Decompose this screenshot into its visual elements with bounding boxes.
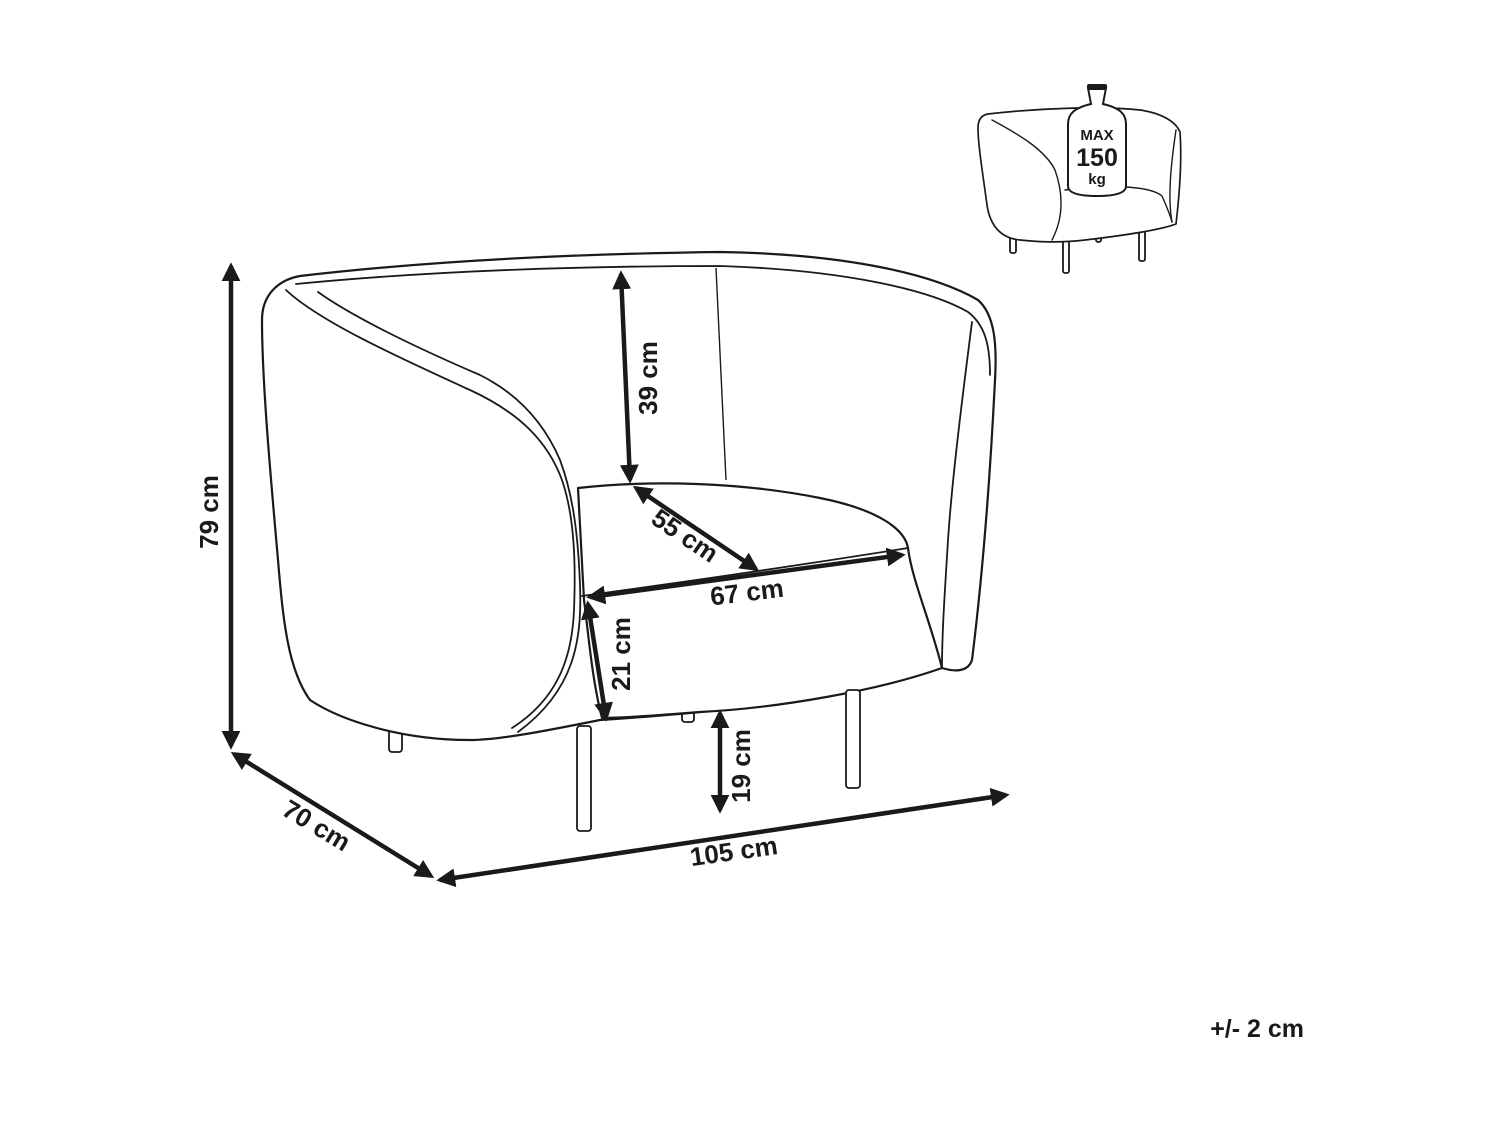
dimension-lines bbox=[221, 262, 1010, 888]
seat-height-label: 21 cm bbox=[606, 617, 636, 691]
max-load-line-2: 150 bbox=[1076, 144, 1118, 172]
seat-width-arrow bbox=[586, 547, 906, 605]
front-leg-left bbox=[576, 725, 592, 832]
max-load-line-1: MAX bbox=[1080, 127, 1113, 144]
max-load-line-3: kg bbox=[1088, 171, 1106, 188]
mini-chair-inner-right bbox=[1169, 129, 1177, 223]
mini-leg-front-left bbox=[1062, 237, 1070, 274]
weight-bag-cap bbox=[1087, 84, 1107, 90]
leg-height-label: 19 cm bbox=[726, 729, 756, 803]
width-total-label: 105 cm bbox=[688, 830, 780, 872]
mini-chair-inner bbox=[991, 119, 1062, 241]
height-total-label: 79 cm bbox=[194, 475, 224, 549]
front-leg-right bbox=[845, 689, 861, 789]
weight-bag bbox=[1067, 87, 1127, 198]
back-height-label: 39 cm bbox=[633, 341, 663, 415]
weight-icon: MAX 150 kg bbox=[1067, 84, 1127, 198]
shell-inner-wall-left-edge bbox=[285, 289, 576, 729]
shell-inner-wall-right bbox=[941, 321, 973, 669]
max-load-icon: MAX 150 kg bbox=[977, 84, 1182, 274]
width-total-arrow bbox=[436, 787, 1010, 888]
back-height-arrow bbox=[612, 270, 639, 484]
shell-top-rim bbox=[295, 265, 991, 376]
mini-leg-front-right bbox=[1138, 229, 1146, 262]
shell-inner-back-seam bbox=[715, 267, 727, 481]
tolerance-note: +/- 2 cm bbox=[1210, 1015, 1304, 1043]
armchair-drawing bbox=[260, 250, 997, 832]
depth-total-arrow bbox=[230, 752, 435, 878]
seat-height-arrow bbox=[581, 600, 613, 722]
shell-inner-wall-left bbox=[317, 291, 582, 733]
